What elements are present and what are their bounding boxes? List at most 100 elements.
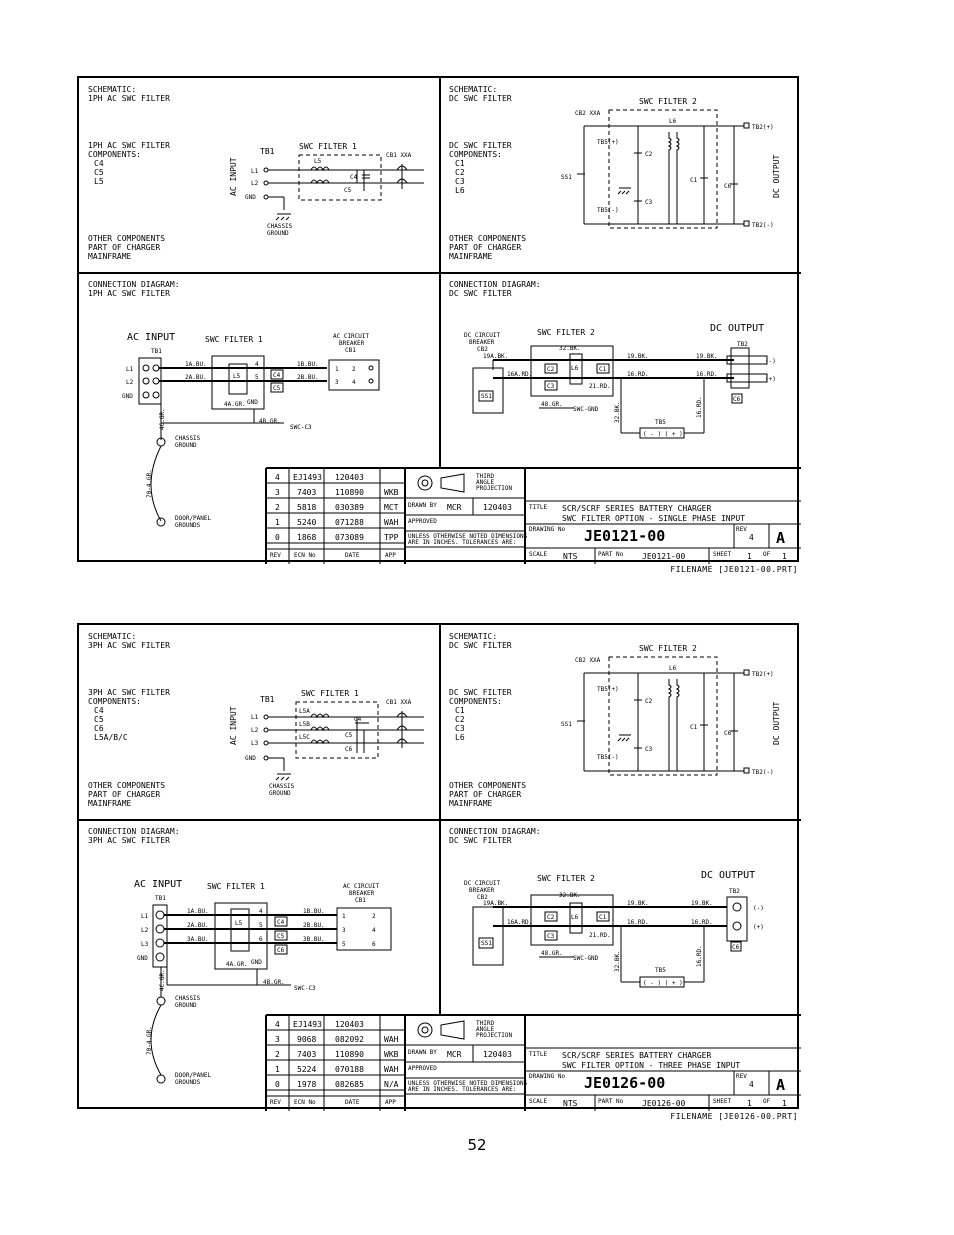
cb-label: BREAKER: [469, 887, 495, 894]
rev-header: REV: [270, 1099, 281, 1106]
terminal-tb2-pos: [743, 669, 750, 676]
door-ground-stud: [156, 1074, 166, 1084]
cb1-label: CB1 XXA: [386, 152, 412, 159]
terminal-block-tb2: [730, 347, 750, 389]
part-label: PART No: [598, 1098, 624, 1105]
app-cell: MCT: [384, 503, 399, 512]
title-label: TITLE: [529, 1051, 547, 1058]
chassis-label: GROUND: [267, 230, 289, 237]
approved-label: APPROVED: [408, 518, 437, 525]
tb5-label: TB5: [655, 419, 666, 426]
inductor-l6-icon: [667, 679, 672, 771]
chassis-label: GROUND: [175, 442, 197, 449]
c2-label: C2: [645, 698, 653, 705]
wire-label: 16A.RD.: [507, 371, 532, 378]
other-components: PART OF CHARGER: [88, 790, 160, 799]
page-number: 52: [467, 1136, 487, 1154]
ss1-box: [478, 390, 494, 402]
rev-cell: 1: [275, 518, 280, 527]
other-components: OTHER COMPONENTS: [88, 234, 165, 243]
tolerance-note: UNLESS OTHERWISE NOTED DIMENSIONS: [408, 533, 528, 540]
of-value: 1: [782, 552, 787, 561]
ac-input-label: AC INPUT: [229, 157, 238, 196]
component-item: C3: [455, 177, 465, 186]
swc-filter-label: SWC FILTER 1: [299, 142, 357, 151]
app-cell: WAH: [384, 518, 399, 527]
c6-label: C6: [733, 396, 741, 403]
gnd-label: GND: [247, 399, 258, 406]
terminal-gnd: GND: [122, 393, 133, 400]
other-components: MAINFRAME: [88, 252, 132, 261]
component-item: C4: [94, 159, 104, 168]
pin-label: 4: [372, 927, 376, 934]
ac-schematic-panel: SCHEMATIC: 3PH AC SWC FILTER 3PH AC SWC …: [88, 632, 424, 808]
capacitor-c6: [731, 393, 743, 404]
wire-label: 1B.BU.: [297, 361, 319, 368]
title-line-1: SCR/SCRF SERIES BATTERY CHARGER: [562, 504, 711, 513]
c3-label: C3: [645, 199, 653, 206]
tb2-pos-label: TB2(+): [752, 671, 774, 678]
cb-label: CB1: [355, 897, 366, 904]
terminal-l2: L2: [251, 180, 259, 187]
projection-label: PROJECTION: [476, 485, 513, 492]
swc-filter-heading: SWC FILTER 2: [537, 328, 595, 337]
panel-title: SCHEMATIC:: [449, 85, 497, 94]
date-header: DATE: [345, 552, 360, 559]
components-label: COMPONENTS:: [449, 697, 502, 706]
wire-label: 32.BK.: [614, 950, 621, 972]
capacitor-c2: [544, 911, 558, 922]
capacitor-label: C4: [350, 174, 358, 181]
door-label: GROUNDS: [175, 522, 201, 529]
cb-label: CB2: [477, 894, 488, 901]
other-components: PART OF CHARGER: [449, 790, 521, 799]
capacitor-c5: [270, 382, 284, 393]
drawing-number: JE0126-00: [584, 1074, 665, 1092]
tb5-pos-label: TB5(+): [597, 139, 619, 146]
projection-label: THIRD: [476, 473, 494, 480]
wire-label: 4A.GR.: [226, 961, 248, 968]
scale-value: NTS: [563, 552, 578, 561]
c1-label: C1: [599, 366, 607, 373]
inductor-label: L5A: [299, 708, 310, 715]
c5-label: C5: [273, 385, 281, 392]
swc-filter-label: SWC FILTER 2: [639, 644, 697, 653]
terminal-l1: L1: [251, 714, 259, 721]
of-label: OF: [763, 1098, 771, 1105]
drawing-sheet-2: SCHEMATIC: 3PH AC SWC FILTER 3PH AC SWC …: [77, 623, 801, 1111]
tb2-bar: [726, 373, 768, 383]
polarity-neg: (-): [765, 358, 776, 365]
polarity-neg: (-): [753, 905, 764, 912]
app-cell: WKB: [384, 488, 399, 497]
projection-symbol-icon: [417, 475, 433, 491]
drawing-no-label: DRAWING No: [529, 1073, 566, 1080]
breaker-cb1-icon: [396, 164, 408, 189]
wire-label: 70-4.GR.: [146, 1026, 153, 1055]
tb5-terminals: ( - ) ( + ): [643, 431, 683, 438]
tb1-label: TB1: [260, 695, 275, 704]
ss1-box: [478, 937, 494, 949]
ecn-cell: 1868: [297, 533, 316, 542]
panel-subtitle: 1PH AC SWC FILTER: [88, 94, 170, 103]
component-item: L5A/B/C: [94, 733, 128, 742]
tb2-neg-label: TB2(-): [752, 769, 774, 776]
other-components: MAINFRAME: [449, 252, 493, 261]
ecn-cell: 7403: [297, 1050, 316, 1059]
inductor-label: L5B: [299, 721, 310, 728]
drawn-by: MCR: [447, 1050, 462, 1059]
cb-label: BREAKER: [469, 339, 495, 346]
breaker-cb1-icon: [396, 711, 408, 748]
wire-label: 32.BK.: [559, 345, 581, 352]
other-components: PART OF CHARGER: [88, 243, 160, 252]
panel-subtitle: DC SWC FILTER: [449, 641, 512, 650]
capacitor-c3: [544, 380, 558, 391]
capacitor-c1: [596, 363, 610, 374]
swc-filter-heading: SWC FILTER 1: [207, 882, 265, 891]
of-label: OF: [763, 551, 771, 558]
l6-label: L6: [669, 665, 677, 672]
wire-label: 16.RD.: [627, 371, 649, 378]
rev-cell: 1: [275, 1065, 280, 1074]
size-value: A: [776, 529, 785, 547]
app-cell: TPP: [384, 533, 399, 542]
c1-label: C1: [690, 177, 698, 184]
date-cell: 030389: [335, 503, 364, 512]
